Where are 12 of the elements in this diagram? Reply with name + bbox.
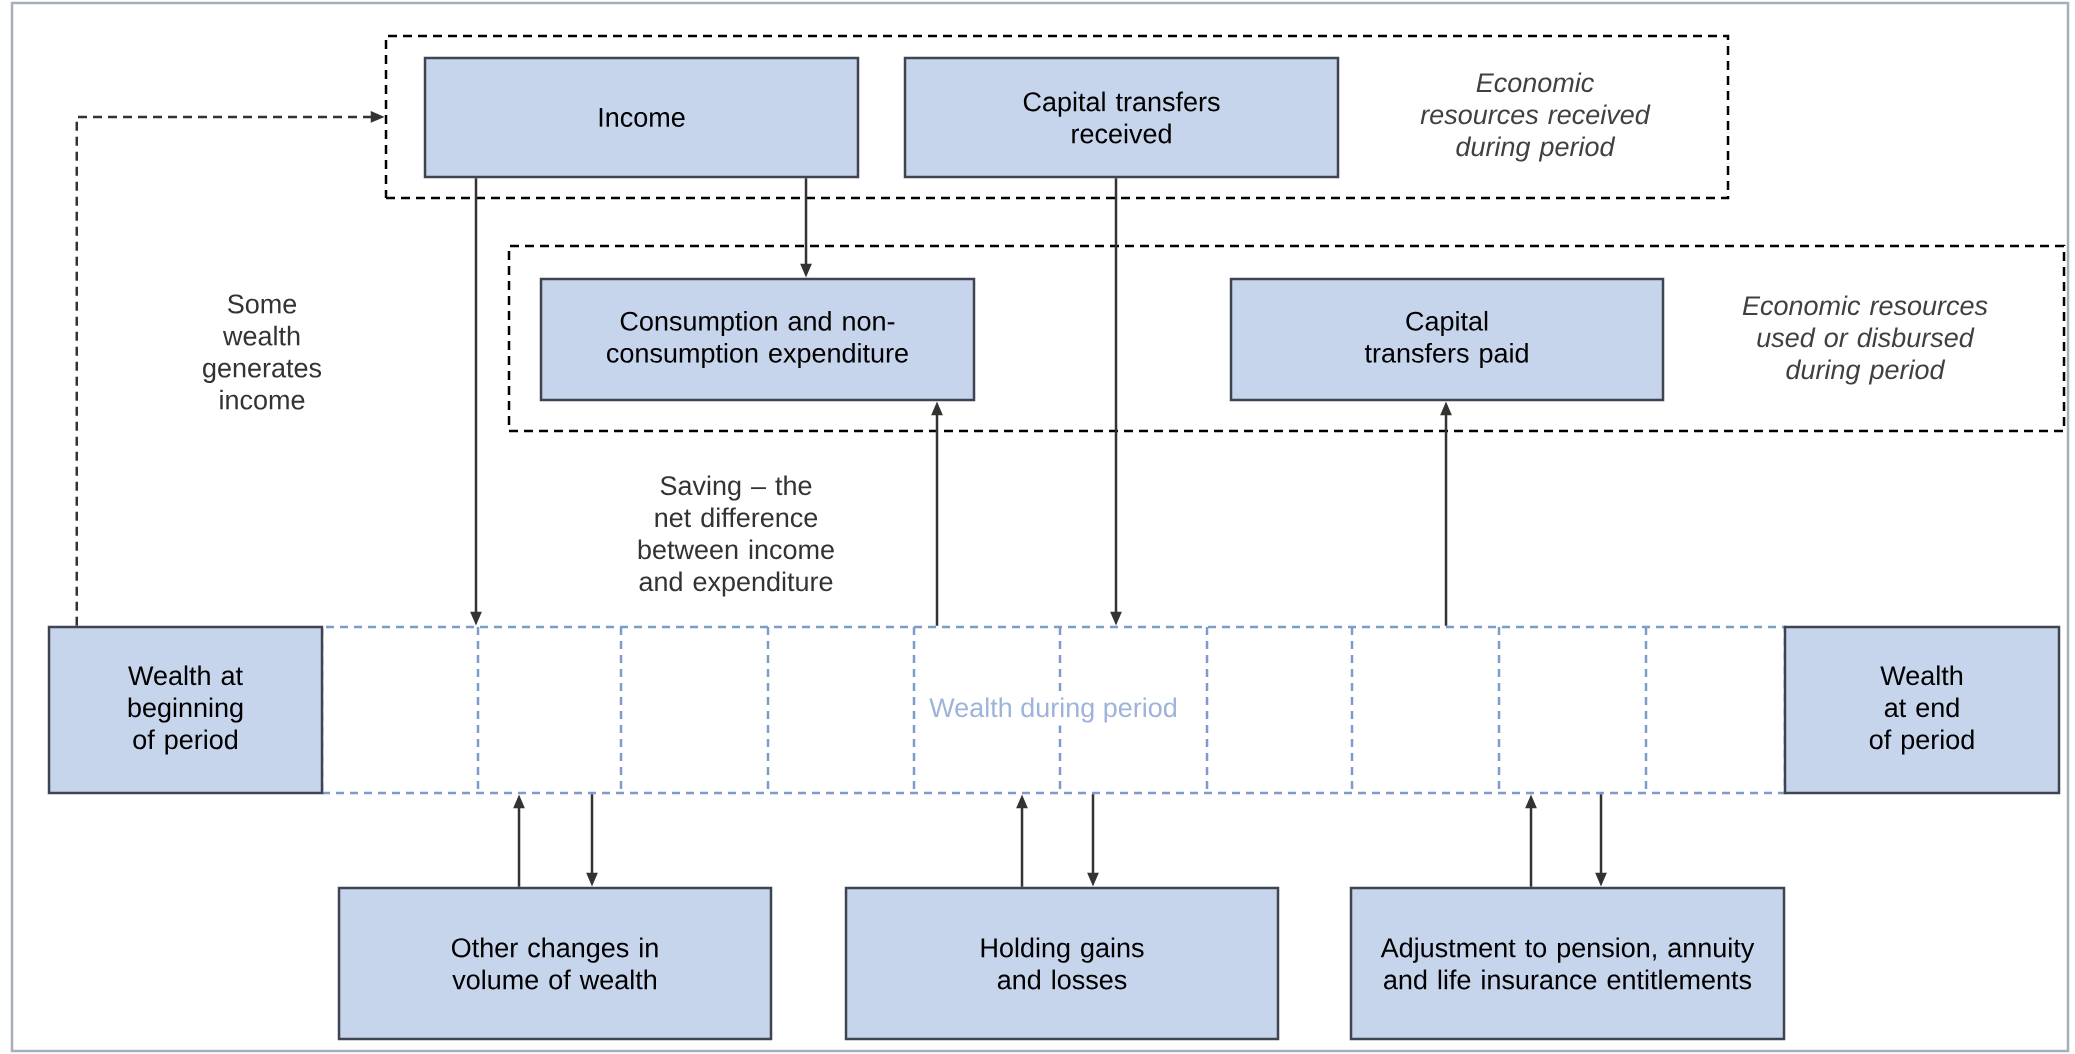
- process-box: Adjustment to pension, annuity and life insurance entitlements: [1349, 886, 1786, 1041]
- process-box: Other changes in volume of wealth: [337, 886, 773, 1041]
- process-box: Capital transfers received: [903, 56, 1340, 179]
- process-box: Holding gains and losses: [844, 886, 1280, 1041]
- process-box: Wealth at beginning of period: [47, 625, 324, 795]
- note-text: Some wealth generates income: [203, 294, 322, 410]
- wealth-band: Wealth during period: [320, 625, 1787, 795]
- note-text: Saving – the net difference between income and expenditure: [638, 475, 834, 597]
- process-box: Wealth at end of period: [1783, 625, 2061, 795]
- process-box: Consumption and non-consumption expenditure: [539, 277, 976, 402]
- process-box: Capital transfers paid: [1229, 277, 1665, 402]
- process-box: Income: [423, 56, 860, 179]
